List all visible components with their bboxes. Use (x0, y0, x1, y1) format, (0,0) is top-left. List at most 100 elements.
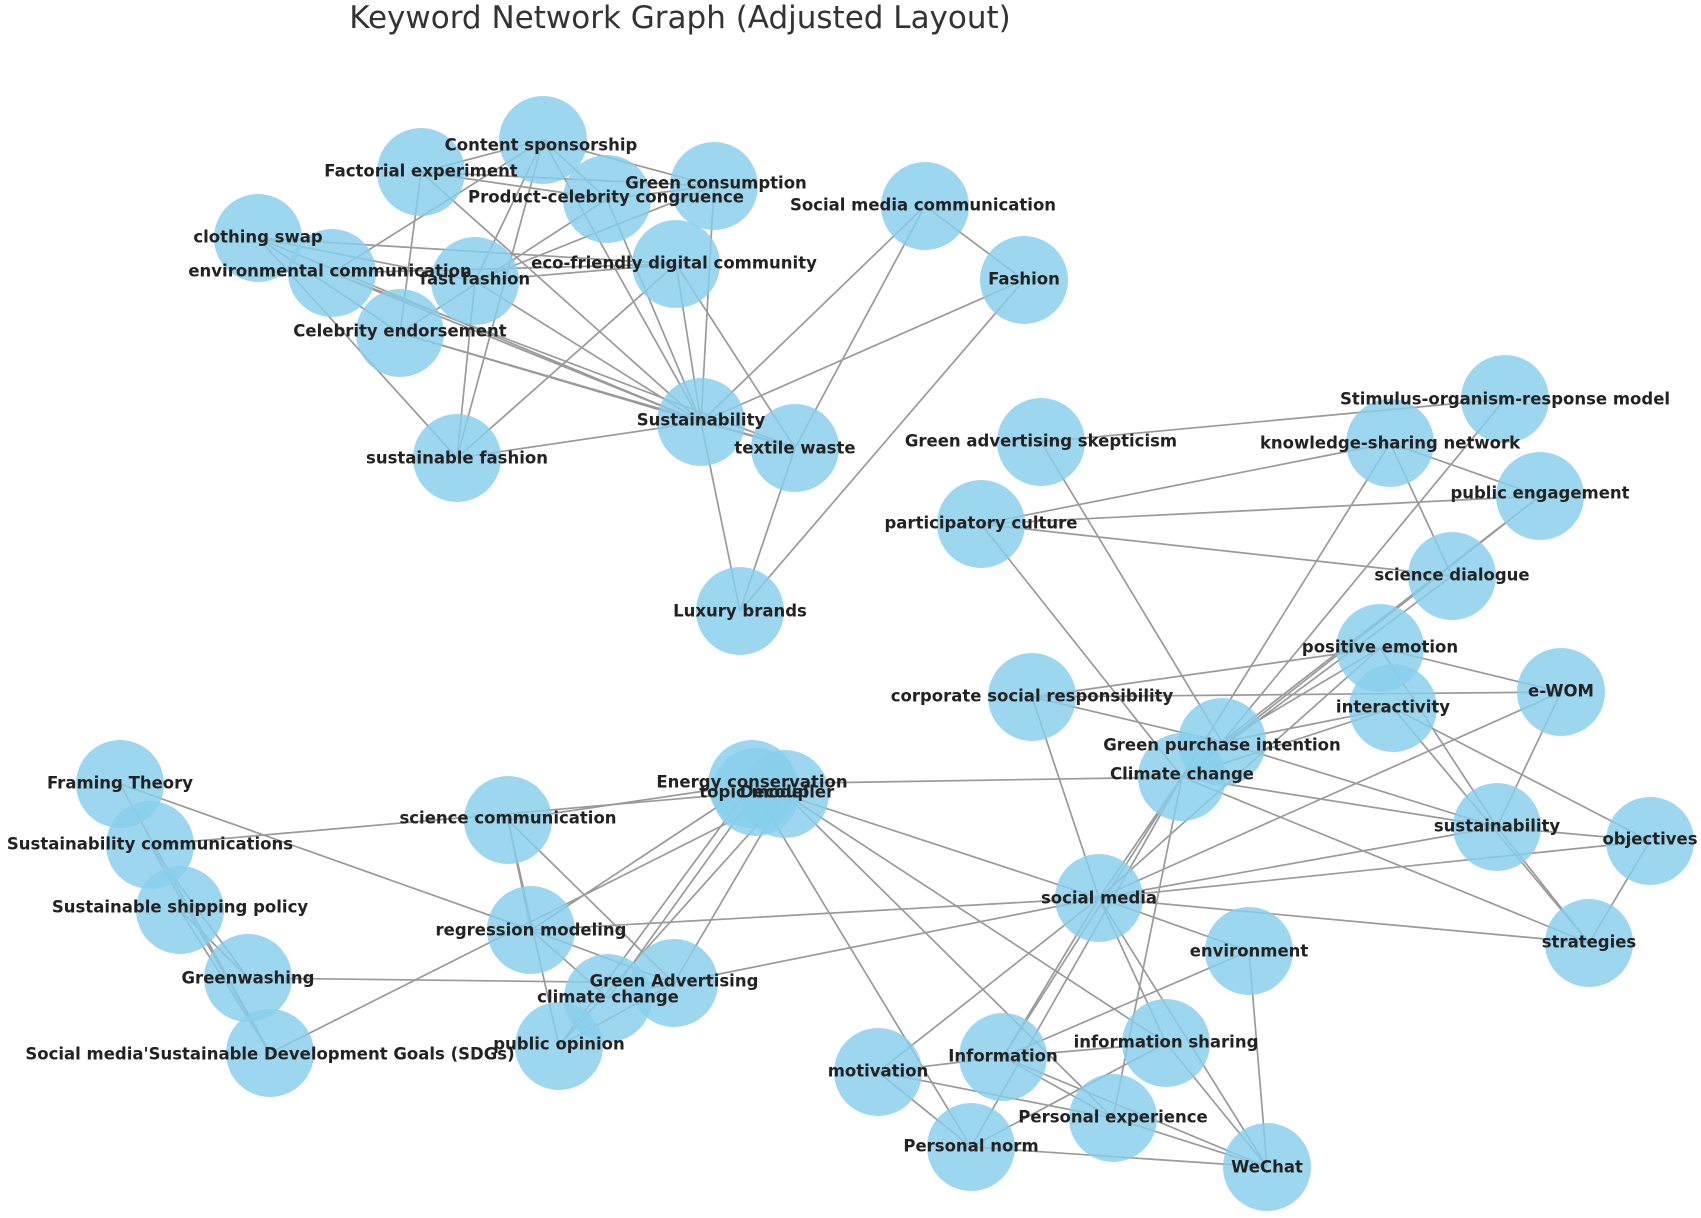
edge-green_purchase-sustainability_low (1221, 741, 1498, 828)
node-interactivity (1349, 664, 1437, 752)
node-factorial-experiment (377, 128, 465, 216)
node-label-public-opinion: public opinion (493, 1035, 625, 1054)
node-public-engagement (1496, 452, 1584, 540)
node-label-sor-model: Stimulus-organism-response model (1340, 390, 1670, 409)
node-label-energy: Energy conservation (656, 773, 847, 792)
edge-social_media-regression (530, 897, 1100, 931)
node-label-information: Information (948, 1047, 1058, 1066)
nodes-layer (76, 96, 1694, 1211)
edge-framing-regression (119, 783, 532, 931)
node-participatory (937, 480, 1025, 568)
edge-csr-ewom (1031, 691, 1562, 698)
edge-personal_norm-topic_model (755, 791, 972, 1148)
edge-sust_comms-topic_model (149, 791, 757, 846)
node-label-climate-change-low: climate change (537, 988, 679, 1007)
node-social-media (1055, 854, 1143, 942)
node-label-objectives: objectives (1602, 830, 1697, 849)
edge-positive_emotion-csr (1031, 647, 1381, 698)
node-label-green-adv: Green Advertising (590, 972, 759, 991)
node-label-personal-experience: Personal experience (1018, 1108, 1207, 1127)
node-greenwashing (204, 934, 292, 1022)
edge-sustainability_low-social_media (1098, 826, 1498, 899)
edge-sor_model-green_purchase (1221, 398, 1506, 743)
node-label-sustainability-low: sustainability (1434, 817, 1561, 836)
node-celebrity (356, 289, 444, 377)
node-label-topic-model: topic model (699, 783, 808, 802)
node-regression (487, 886, 575, 974)
node-label-clothing-swap: clothing swap (193, 228, 323, 247)
node-social-media-comm (881, 162, 969, 250)
node-strategies (1545, 899, 1633, 987)
graph-title: Keyword Network Graph (Adjusted Layout) (349, 0, 1011, 36)
node-label-green-consumption: Green consumption (625, 174, 807, 193)
node-luxury (696, 567, 784, 655)
node-label-product-celebrity: Product-celebrity congruence (468, 188, 744, 207)
edge-eco_digital-sustainable_fashion (456, 263, 677, 459)
node-clothing-swap (214, 194, 302, 282)
edge-fast_fashion-sustainability_cap (474, 280, 702, 423)
edge-participatory-climate_change_cap (980, 523, 1183, 778)
edge-factorial_experiment-sustainability_cap (420, 171, 702, 423)
node-science-comm (464, 776, 552, 864)
node-label-green-purchase: Green purchase intention (1103, 736, 1341, 755)
edge-factorial_experiment-green_consumption (420, 171, 715, 187)
edge-fashion-luxury (739, 279, 1025, 612)
node-label-fast-fashion: fast fashion (420, 270, 530, 289)
node-label-celebrity: Celebrity endorsement (293, 322, 507, 341)
node-label-strategies: strategies (1542, 933, 1637, 952)
node-label-science-comm: science communication (399, 809, 616, 828)
node-label-sustainable-fashion: sustainable fashion (366, 449, 548, 468)
node-label-positive-emotion: positive emotion (1302, 638, 1458, 657)
edge-knowledge_net-participatory (980, 442, 1391, 525)
node-label-social-media: social media (1041, 889, 1157, 908)
edge-decoupler-personal_experience (784, 793, 1114, 1119)
node-label-knowledge-net: knowledge-sharing network (1260, 434, 1521, 453)
node-label-fashion: Fashion (988, 270, 1060, 289)
node-label-ewom: e-WOM (1528, 682, 1594, 701)
node-label-climate-change-cap: Climate change (1110, 765, 1254, 784)
node-ewom (1517, 648, 1605, 736)
node-csr (988, 653, 1076, 741)
node-label-env-comm: environmental communication (188, 262, 471, 281)
edge-sor_model-green_adv_skept (1040, 398, 1506, 443)
node-label-sdgs: Social media'Sustainable Development Goa… (25, 1045, 514, 1064)
edge-social_media_comm-sustainability_cap (700, 205, 926, 423)
node-product-celebrity (563, 155, 651, 243)
node-fashion (980, 236, 1068, 324)
edge-decoupler-information_sharing (784, 793, 1167, 1044)
edge-climate_change_cap-strategies (1181, 776, 1590, 944)
node-decoupler (741, 750, 829, 838)
node-personal-experience (1069, 1074, 1157, 1162)
node-sdgs (226, 1009, 314, 1097)
node-environment (1205, 907, 1293, 995)
node-label-wechat: WeChat (1231, 1158, 1303, 1177)
node-label-decoupler: Decoupler (740, 783, 835, 802)
node-label-personal-norm: Personal norm (903, 1137, 1038, 1156)
node-label-environment: environment (1190, 942, 1309, 961)
node-climate-change-cap (1138, 733, 1226, 821)
node-shipping (136, 866, 224, 954)
node-label-eco-digital: eco-friendly digital community (531, 254, 817, 273)
node-fast-fashion (431, 237, 519, 325)
node-label-social-media-comm: Social media communication (790, 196, 1056, 215)
node-label-luxury: Luxury brands (673, 602, 807, 621)
node-label-factorial-experiment: Factorial experiment (324, 162, 518, 181)
edge-ewom-social_media (1098, 691, 1562, 899)
edge-social_media-motivation (877, 897, 1100, 1073)
node-label-textile-waste: textile waste (734, 439, 855, 458)
node-label-information-sharing: information sharing (1074, 1033, 1259, 1052)
node-information-sharing (1122, 999, 1210, 1087)
node-label-regression: regression modeling (436, 921, 627, 940)
node-label-sustainability-cap: Sustainability (637, 411, 766, 430)
node-label-csr: corporate social responsibility (891, 687, 1174, 706)
edge-social_media-green_adv (673, 897, 1100, 984)
edge-objectives-social_media (1098, 840, 1651, 899)
node-label-interactivity: interactivity (1336, 698, 1450, 717)
node-sustainability-low (1453, 783, 1541, 871)
node-green-adv (630, 939, 718, 1027)
node-knowledge-net (1346, 399, 1434, 487)
edge-participatory-public_engagement (980, 495, 1541, 525)
node-label-green-adv-skept: Green advertising skepticism (905, 432, 1177, 451)
edge-climate_change_cap-personal_experience (1112, 776, 1183, 1119)
